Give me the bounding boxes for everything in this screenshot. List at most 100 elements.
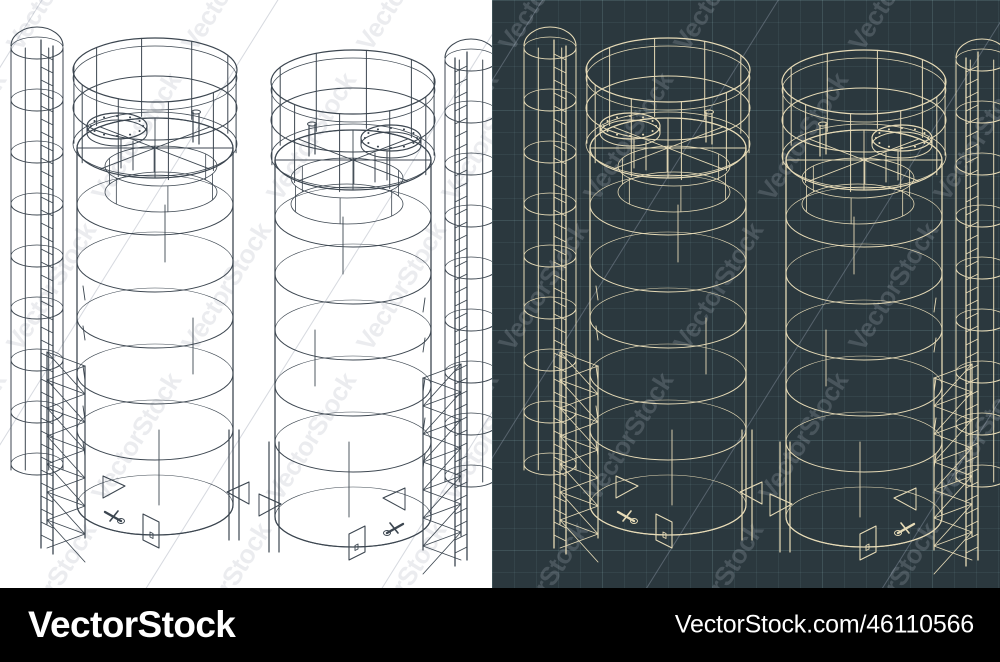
ladder-rung (41, 535, 53, 541)
inner-platform-ring (618, 172, 730, 212)
roof-radial-seam (809, 139, 864, 160)
shell-mask (77, 118, 233, 535)
ladder-rung (455, 131, 467, 137)
support-tower-brace-b (423, 378, 461, 392)
silo-assembly (11, 27, 249, 562)
ladder-rung (554, 184, 566, 190)
ladder-cage-dome (524, 27, 576, 46)
support-tower-strut (934, 392, 972, 406)
ladder-cage-hoop-back-1 (445, 49, 492, 60)
ladder-cage-hoop-2 (11, 100, 63, 111)
ladder-cage-hoop-4 (445, 216, 492, 227)
weld-seam-ring-back-3 (77, 288, 233, 318)
tower-tie-bar-2 (423, 338, 425, 352)
access-panel (143, 514, 159, 548)
roof-radial-seam (100, 127, 155, 148)
roof-radial-seam (864, 139, 919, 160)
ladder-rung (966, 144, 978, 150)
ladder-rung (41, 145, 53, 151)
ladder-rung (966, 326, 978, 332)
ladder-rung (455, 66, 467, 72)
guard-rail-mid (73, 76, 237, 140)
tower-tie-bar-4 (596, 406, 598, 420)
guard-rail-top (73, 38, 237, 102)
roof-radial-seam (298, 139, 353, 160)
guard-rail-top-inner (271, 58, 435, 122)
ladder-rung (966, 339, 978, 345)
tower-tie-bar-3 (596, 366, 598, 380)
ladder-cage-hoop-3 (445, 164, 492, 175)
outlet-valve-handle (390, 523, 398, 533)
weld-seam-ring-2 (275, 274, 431, 304)
tower-tie-bar-2 (83, 326, 85, 340)
ladder-cage-hoop-back-4 (11, 193, 63, 204)
ladder-rung (455, 261, 467, 267)
ladder-rung (966, 222, 978, 228)
ladder-rung (41, 67, 53, 73)
roof-radial-seam (668, 127, 723, 148)
tower-tie-bar-1 (423, 298, 425, 312)
ladder-cage-hoop-4 (11, 204, 63, 215)
ladder-rung (554, 301, 566, 307)
bottom-back-edge (275, 487, 431, 517)
bottom-back-edge (77, 475, 233, 505)
ladder-rung (455, 209, 467, 215)
ladder-cage-hoop-back-9 (445, 465, 492, 476)
roof-radial-seam (613, 127, 668, 148)
access-panel (656, 514, 672, 548)
ladder-rung (455, 547, 467, 553)
support-tower-brace-b (934, 490, 972, 504)
support-tower-strut (47, 408, 85, 422)
weld-seam-ring-3 (77, 318, 233, 348)
ladder-cage-hoop-3 (956, 164, 1000, 175)
ladder-rung (41, 210, 53, 216)
weld-seam-ring-back-1 (275, 187, 431, 217)
access-panel-latch (355, 544, 358, 551)
inner-platform-ring (291, 184, 403, 224)
ladder-rung (455, 274, 467, 280)
support-tower-strut (560, 408, 598, 422)
ladder-rung (41, 197, 53, 203)
ladder-rung (554, 106, 566, 112)
support-tower-strut (560, 520, 598, 534)
silo-assembly (259, 39, 492, 574)
outlet-valve-flange (118, 519, 125, 524)
ladder-cage-hoop-back-4 (524, 193, 576, 204)
ladder-cage-hoop-8 (524, 412, 576, 423)
ladder-rung (455, 313, 467, 319)
silo-drawing-light-right (213, 12, 492, 588)
ladder-rung (966, 157, 978, 163)
shell-mask (275, 130, 431, 547)
ladder-cage-hoop-2 (524, 100, 576, 111)
ladder-rung (554, 132, 566, 138)
ladder-rung (966, 170, 978, 176)
ladder-cage-hoop-back-9 (11, 453, 63, 464)
ladder-rung (966, 300, 978, 306)
ladder-rung (966, 287, 978, 293)
weld-seam-ring-1 (590, 205, 746, 235)
ladder-cage-hoop-back-7 (11, 349, 63, 360)
ladder-cage-hoop-5 (445, 268, 492, 279)
weld-seam-ring-back-4 (786, 356, 942, 386)
ladder-cage-hoop-3 (11, 152, 63, 163)
shell-mask (590, 118, 746, 535)
ladder-rung (554, 67, 566, 73)
support-tower-brace-b (560, 366, 598, 380)
ladder-cage-hoop-1 (524, 48, 576, 59)
support-tower-brace-b (423, 546, 461, 560)
ladder-rung (554, 210, 566, 216)
ladder-cage-hoop-1 (445, 60, 492, 71)
ladder-rung (41, 171, 53, 177)
tower-tie-bar-5 (423, 454, 425, 468)
support-tower-strut (47, 520, 85, 534)
ladder-rung (554, 197, 566, 203)
ladder-cage-hoop-back-5 (445, 257, 492, 268)
ladder-rung (455, 222, 467, 228)
support-tower-brace-b (560, 478, 598, 492)
ladder-rung (455, 79, 467, 85)
support-tower-strut (423, 504, 461, 518)
ladder-rung (455, 326, 467, 332)
footer-bar: VectorStock VectorStock.com/46110566 (0, 588, 1000, 662)
weld-seam-ring-2 (590, 262, 746, 292)
support-tower-brace-b (47, 394, 85, 408)
